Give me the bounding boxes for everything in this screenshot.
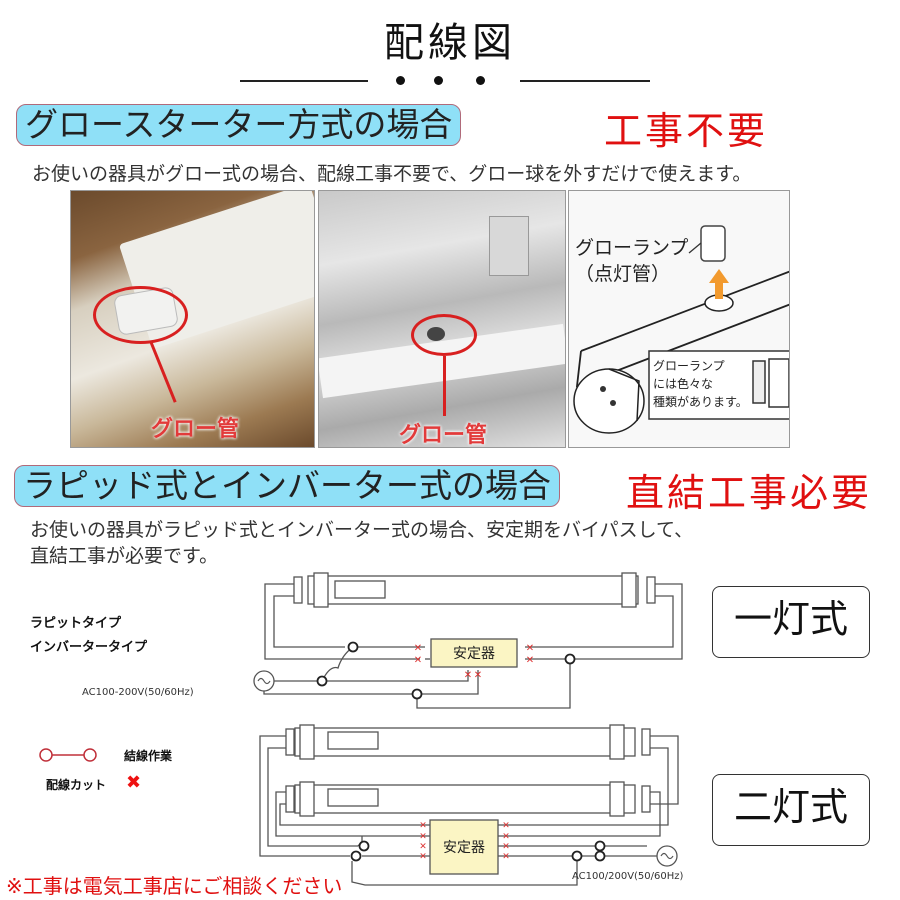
divider-dot [396, 76, 405, 85]
svg-text:✕: ✕ [474, 670, 482, 681]
svg-text:✕: ✕ [502, 852, 510, 862]
photo-glow-fixture-1: グロー管 [70, 190, 315, 448]
note-line: には色々な [653, 377, 714, 391]
type-label-rapid: ラピットタイプ [30, 616, 122, 631]
photo-glow-fixture-2: グロー管 [318, 190, 566, 448]
glow-lamp-label: グローランプ [575, 237, 689, 259]
callout-line [443, 356, 446, 416]
glow-lamp-note: グローランプ には色々な 種類があります。 [653, 357, 748, 411]
legend-cut-label: 配線カット [46, 778, 107, 792]
voltage-label-left: AC100-200V(50/60Hz) [82, 687, 194, 698]
svg-text:✕: ✕ [526, 655, 534, 666]
glow-description: お使いの器具がグロー式の場合、配線工事不要で、グロー球を外すだけで使えます。 [32, 163, 752, 185]
ballast-label: 安定器 [453, 646, 495, 662]
note-line: 種類があります。 [653, 395, 748, 409]
cut-x-icon: ✖ [126, 772, 142, 793]
type-label-inverter: インバータータイプ [30, 640, 148, 655]
callout-line [149, 340, 177, 403]
divider-dot [434, 76, 443, 85]
page-title: 配線図 [384, 20, 516, 66]
svg-text:✕: ✕ [419, 821, 427, 831]
double-lamp-type-label: 二灯式 [712, 774, 870, 846]
footer-note: ※工事は電気工事店にご相談ください [6, 874, 343, 898]
glow-lamp-sublabel: （点灯管） [575, 263, 671, 285]
svg-text:✕: ✕ [414, 655, 422, 666]
rapid-description-line2: 直結工事が必要です。 [30, 545, 219, 567]
svg-text:✕: ✕ [502, 832, 510, 842]
illustration-glow-lamp: グローランプ （点灯管） グローランプ には色々な 種類があります。 [568, 190, 790, 448]
svg-text:✕: ✕ [419, 852, 427, 862]
rapid-description-line1: お使いの器具がラピッド式とインバーター式の場合、安定期をバイパスして、 [30, 519, 694, 541]
rapid-requirement-label: 直結工事必要 [626, 471, 873, 515]
note-line: グローランプ [653, 359, 725, 373]
glow-section-heading: グロースターター方式の場合 [16, 104, 462, 146]
highlight-circle [93, 286, 188, 344]
ballast-label: 安定器 [443, 840, 485, 856]
socket-shape [489, 216, 529, 276]
svg-text:✕: ✕ [502, 842, 510, 852]
connect-symbol-icon [39, 748, 97, 762]
single-lamp-type-label: 一灯式 [712, 586, 870, 658]
photo-caption: グロー管 [399, 423, 488, 448]
glow-requirement-label: 工事不要 [604, 109, 769, 153]
glow-lamp-illustration-svg [573, 225, 789, 434]
svg-text:✕: ✕ [419, 832, 427, 842]
rapid-section-heading: ラピッド式とインバーター式の場合 [14, 465, 560, 507]
photo-caption: グロー管 [151, 417, 240, 442]
voltage-label-bottom: AC100/200V(50/60Hz) [572, 871, 684, 882]
svg-text:✕: ✕ [414, 643, 422, 654]
svg-text:✕: ✕ [419, 842, 427, 852]
legend-connect-label: 結線作業 [124, 749, 173, 763]
svg-text:✕: ✕ [502, 821, 510, 831]
title-divider-left [240, 80, 368, 82]
highlight-circle [411, 314, 477, 356]
single-lamp-wiring-diagram: 安定器 ✕✕ ✕✕ ✕✕ [253, 572, 683, 709]
divider-dot [476, 76, 485, 85]
svg-text:✕: ✕ [464, 670, 472, 681]
title-divider-right [520, 80, 650, 82]
double-lamp-wiring-diagram: 安定器 ✕✕✕✕ ✕✕✕✕ [259, 724, 679, 886]
svg-text:✕: ✕ [526, 643, 534, 654]
